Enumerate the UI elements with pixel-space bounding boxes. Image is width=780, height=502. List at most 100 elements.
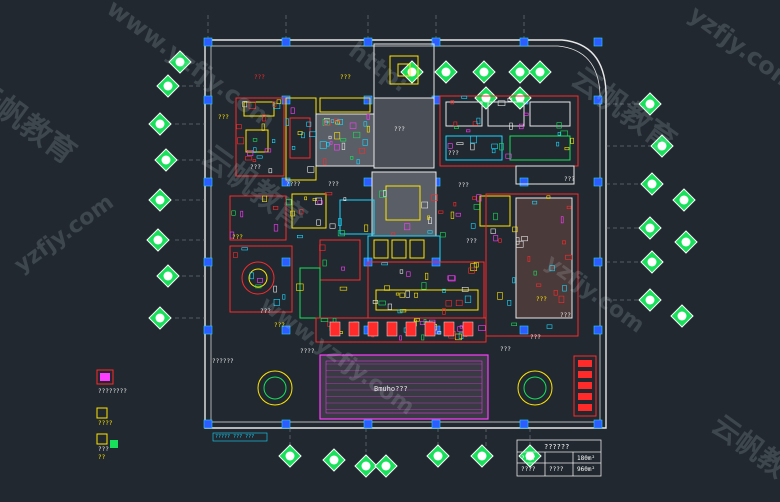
room-label: ??? xyxy=(530,334,541,341)
fixture xyxy=(322,259,327,267)
fixture xyxy=(437,331,442,335)
fixture xyxy=(562,285,567,292)
fixture xyxy=(553,289,558,296)
fixture xyxy=(334,132,341,140)
axis-bubble xyxy=(670,304,694,328)
fixture xyxy=(299,209,304,215)
axis-bubble-centre xyxy=(647,257,657,267)
fixture xyxy=(490,228,496,234)
fixture xyxy=(307,166,315,173)
fixture xyxy=(468,267,475,274)
axis-bubble xyxy=(518,444,542,468)
fixture xyxy=(240,210,244,218)
fixture xyxy=(425,272,429,280)
axis-bubble-centre xyxy=(155,119,165,129)
axis-bubble xyxy=(426,444,450,468)
fixture xyxy=(558,295,565,304)
structural-column xyxy=(519,37,529,47)
axis-bubble-centre xyxy=(515,93,525,103)
structural-column xyxy=(203,419,213,429)
structural-column xyxy=(431,37,441,47)
fixture xyxy=(261,123,265,131)
axis-bubble-centre xyxy=(657,141,667,151)
title-block-cell: ???? xyxy=(549,466,564,473)
axis-bubble-centre xyxy=(433,451,443,461)
fixture xyxy=(565,254,573,260)
room-label: ??? xyxy=(536,296,547,303)
structural-column xyxy=(203,257,213,267)
axis-bubble xyxy=(322,448,346,472)
fixture xyxy=(564,147,570,151)
structural-column xyxy=(519,325,529,335)
room-label: ??? xyxy=(466,238,477,245)
structural-column xyxy=(593,419,603,429)
room-label: ??? xyxy=(560,312,571,319)
structural-column xyxy=(363,95,373,105)
title-block-frame xyxy=(516,439,602,477)
fixture xyxy=(296,235,303,239)
fixture xyxy=(536,283,542,287)
fixture xyxy=(272,101,277,107)
fixture xyxy=(362,139,368,146)
fixture xyxy=(285,118,289,127)
fixture xyxy=(421,201,429,209)
lounge-seat xyxy=(329,321,341,337)
fixture xyxy=(546,324,553,329)
room-label: ??? xyxy=(250,164,261,171)
fixture xyxy=(549,265,555,272)
fixture xyxy=(455,299,463,307)
fixture xyxy=(350,156,354,160)
fixture xyxy=(397,309,403,314)
cad-drawing-canvas[interactable] xyxy=(0,0,780,478)
fixture xyxy=(334,144,340,151)
fixture xyxy=(391,232,396,236)
axis-bubble-centre xyxy=(161,155,171,165)
axis-bubble xyxy=(146,228,170,252)
sunbed xyxy=(578,382,592,389)
structural-column xyxy=(363,419,373,429)
sunbed xyxy=(578,393,592,400)
room-label: ??? xyxy=(218,114,229,121)
fixture xyxy=(470,223,476,229)
fixture xyxy=(328,135,332,140)
fixture xyxy=(316,219,321,226)
fixture xyxy=(491,148,496,154)
structural-column xyxy=(593,257,603,267)
fixture xyxy=(431,194,438,202)
fixture xyxy=(557,132,561,136)
fixture xyxy=(378,300,386,306)
room-label: ??? xyxy=(448,150,459,157)
fixture xyxy=(366,113,370,120)
fixture xyxy=(491,143,498,149)
fixture xyxy=(497,292,503,300)
axis-bubble-centre xyxy=(441,67,451,77)
axis-bubble-centre xyxy=(677,311,687,321)
fixture xyxy=(341,266,346,271)
fixture xyxy=(399,309,407,313)
axis-bubble-centre xyxy=(285,451,295,461)
fixture xyxy=(461,95,468,99)
structural-column xyxy=(593,325,603,335)
fixture xyxy=(242,101,248,108)
structural-column xyxy=(281,257,291,267)
fixture xyxy=(521,236,528,242)
fixture xyxy=(252,159,257,163)
fixture xyxy=(308,131,316,138)
structural-column xyxy=(203,177,213,187)
fixture xyxy=(381,262,389,266)
fixture xyxy=(470,143,475,151)
fixture xyxy=(268,168,273,174)
fixture xyxy=(421,334,425,341)
room-label: ??? xyxy=(260,308,271,315)
fixture xyxy=(533,270,537,276)
axis-bubble-centre xyxy=(645,295,655,305)
fixture xyxy=(257,278,263,283)
fixture xyxy=(366,125,370,133)
fixture xyxy=(507,299,512,306)
fixture xyxy=(339,286,348,291)
sunbed xyxy=(578,404,592,411)
fixture xyxy=(505,153,512,159)
axis-bubble-centre xyxy=(681,237,691,247)
fixture xyxy=(498,238,502,243)
room-label: ??? xyxy=(274,322,285,329)
